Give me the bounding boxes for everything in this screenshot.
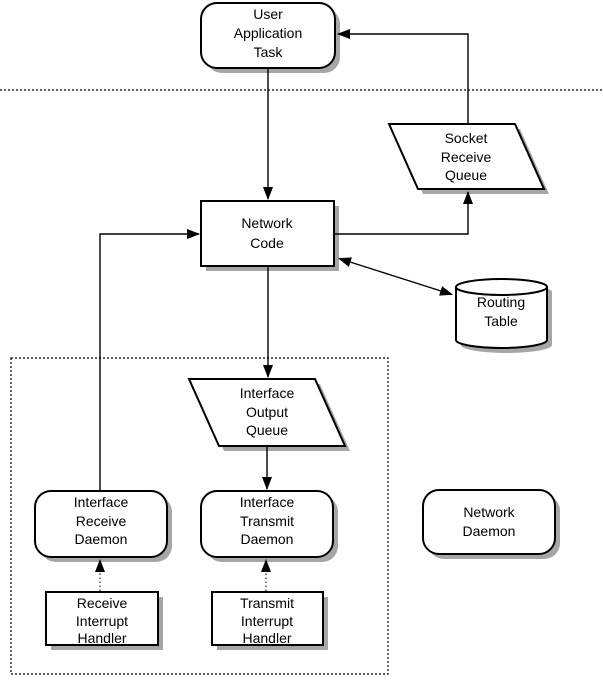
edge-interface-receive-daemon-to-network-code [99,229,200,491]
network-code-label: Code [250,235,284,251]
receive-interrupt-handler-label: Handler [77,630,126,646]
user-application-task-label: User [253,6,283,22]
user-application-task-label: Task [254,44,284,60]
routing-table-label: Routing [477,294,525,310]
network-code-shape [200,200,335,267]
edge-network-code-routing-table-bidirectional [338,257,453,296]
node-interface-output-queue: Interface Output Queue [187,378,350,451]
node-interface-receive-daemon: Interface Receive Daemon [34,490,172,562]
receive-interrupt-handler-shape [45,591,159,646]
transmit-interrupt-handler-label: Transmit [240,595,294,611]
node-network-daemon: Network Daemon [422,489,560,559]
node-routing-table: Routing Table [455,278,552,353]
interface-output-queue-shape [187,378,347,447]
dotted-container-box [10,357,389,675]
network-code-label: Network [241,215,293,231]
socket-receive-queue-label: Receive [441,149,492,165]
node-transmit-interrupt-handler: Transmit Interrupt Handler [211,591,328,650]
interface-transmit-daemon-label: Interface [240,494,295,510]
transmit-interrupt-handler-label: Handler [242,630,291,646]
interface-transmit-daemon-label: Daemon [241,531,294,547]
node-socket-receive-queue: Socket Receive Queue [387,123,549,194]
network-daemon-label: Daemon [463,523,516,539]
edge-network-code-to-socket-receive-queue [334,191,473,235]
socket-receive-queue-shape [387,123,546,190]
routing-table-shape [455,278,548,349]
interface-receive-daemon-label: Daemon [75,531,128,547]
receive-interrupt-handler-label: Receive [77,595,128,611]
routing-table-label: Table [484,313,518,329]
interface-transmit-daemon-label: Transmit [240,513,294,529]
interface-output-queue-label: Queue [246,422,288,438]
socket-receive-queue-label: Socket [445,130,488,146]
interface-output-queue-label: Interface [240,385,295,401]
user-application-task-label: Application [234,25,303,41]
socket-receive-queue-label: Queue [445,167,487,183]
node-user-application-task: User Application Task [200,2,340,73]
interface-output-queue-label: Output [246,404,288,420]
interface-receive-daemon-label: Receive [76,513,127,529]
interface-receive-daemon-shape [34,490,168,558]
interface-transmit-daemon-shape [200,490,334,558]
network-daemon-label: Network [463,504,515,520]
node-receive-interrupt-handler: Receive Interrupt Handler [45,591,163,650]
node-network-code: Network Code [200,200,339,271]
network-daemon-shape [422,489,556,555]
receive-interrupt-handler-label: Interrupt [76,613,128,629]
interface-receive-daemon-label: Interface [74,494,129,510]
node-interface-transmit-daemon: Interface Transmit Daemon [200,490,338,562]
transmit-interrupt-handler-label: Interrupt [241,613,293,629]
edge-socket-receive-queue-to-user-application-task [337,29,469,124]
transmit-interrupt-handler-shape [211,591,324,646]
